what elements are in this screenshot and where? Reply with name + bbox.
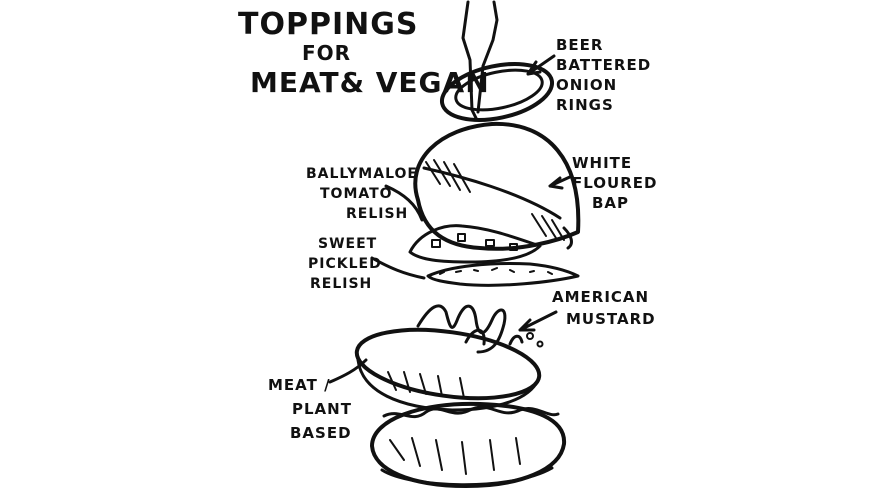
arrow-mustard [518, 310, 558, 332]
title-line-3: MEAT& VEGAN [250, 66, 490, 99]
arrow-onion-rings [526, 54, 556, 76]
patty-line-1: MEAT / [268, 376, 331, 394]
bottom-bun-icon [370, 401, 567, 488]
label-bap: WHITE FLOURED BAP [572, 154, 657, 212]
label-pickled-relish: SWEET PICKLED RELISH [308, 236, 382, 292]
skewer-icon [461, 0, 499, 120]
patty-line-3: BASED [290, 424, 352, 442]
mustard-line-2: MUSTARD [566, 310, 656, 328]
label-mustard: AMERICAN MUSTARD [552, 288, 656, 328]
pickled-relish-icon [426, 262, 580, 287]
bap-line-1: WHITE [572, 154, 632, 172]
onion-rings-line-4: RINGS [556, 96, 614, 114]
mustard-line-1: AMERICAN [552, 288, 649, 306]
bap-line-2: FLOURED [572, 174, 657, 192]
label-onion-rings: BEER BATTERED ONION RINGS [556, 36, 651, 114]
mustard-icon [416, 304, 544, 354]
onion-rings-line-2: BATTERED [556, 56, 651, 74]
arrow-bap [548, 174, 574, 190]
tomato-relish-line-2: TOMATO [320, 186, 393, 202]
arrow-pickled-relish [370, 256, 426, 280]
patty-icon [354, 327, 542, 412]
title-line-1: TOPPINGS [238, 7, 418, 42]
arrow-tomato-relish [384, 184, 424, 222]
pickled-relish-line-2: PICKLED [308, 256, 382, 272]
tomato-relish-icon [408, 224, 542, 264]
patty-line-2: PLANT [292, 400, 352, 418]
title-line-2: FOR [302, 41, 351, 65]
onion-rings-line-3: ONION [556, 76, 617, 94]
label-patty: MEAT / PLANT BASED [268, 376, 352, 442]
diagram-title: TOPPINGS FOR MEAT& VEGAN [238, 7, 490, 99]
arrow-patty [328, 358, 368, 384]
top-bun-icon [413, 121, 581, 251]
bap-line-3: BAP [592, 194, 629, 212]
onion-ring-icon [439, 62, 555, 122]
label-tomato-relish: BALLYMALOE TOMATO RELISH [306, 166, 418, 222]
tomato-relish-line-3: RELISH [346, 206, 408, 222]
tomato-relish-line-1: BALLYMALOE [306, 166, 418, 182]
pickled-relish-line-3: RELISH [310, 276, 372, 292]
onion-rings-line-1: BEER [556, 36, 603, 54]
pickled-relish-line-1: SWEET [318, 236, 377, 252]
